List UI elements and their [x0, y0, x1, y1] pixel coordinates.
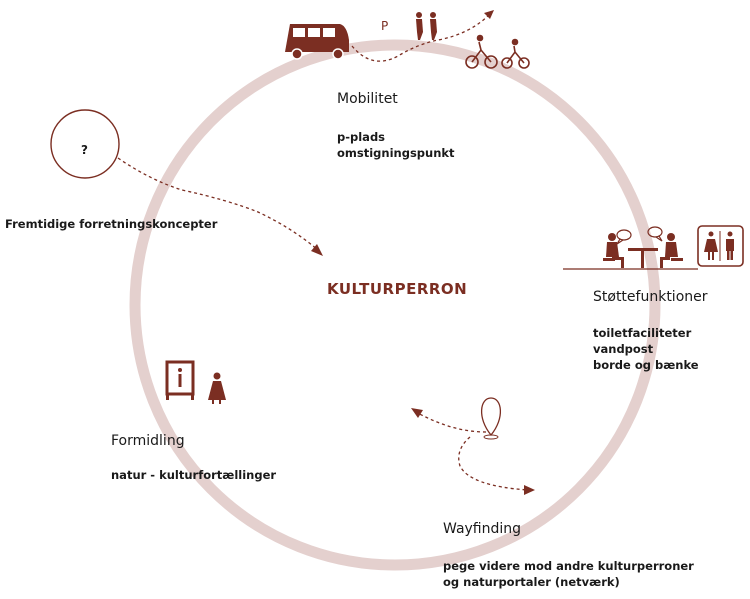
- wayfinding-dashed-arrow-right: [458, 436, 529, 491]
- cyclists-icon: [465, 34, 530, 69]
- cycle-ring: [129, 39, 661, 571]
- stottefunktioner-item: vandpost: [593, 342, 654, 356]
- question-mark: ?: [81, 143, 88, 157]
- location-pin-icon: [480, 397, 502, 440]
- wayfinding-item: og naturportaler (netværk): [443, 575, 620, 589]
- speech-bubbles-icon: [616, 226, 663, 245]
- center-label: KULTURPERRON: [327, 280, 468, 298]
- toilet-sign-icon: [697, 225, 744, 267]
- mobilitet-items: p-plads omstigningspunkt: [337, 129, 455, 161]
- van-icon: [285, 24, 349, 60]
- stottefunktioner-item: toiletfaciliteter: [593, 326, 692, 340]
- walking-people-icon: [416, 12, 437, 40]
- wayfinding-arrow-head-left: [411, 408, 423, 418]
- fremtidige-label: Fremtidige forretningskoncepter: [5, 217, 218, 231]
- formidling-title: Formidling: [111, 433, 185, 449]
- formidling-item: natur - kulturfortællinger: [111, 468, 277, 482]
- walking-woman-icon: [208, 372, 226, 404]
- mobilitet-arrow-head: [484, 10, 494, 19]
- stottefunktioner-item: borde og bænke: [593, 358, 699, 372]
- wayfinding-item: pege videre mod andre kulturperroner: [443, 559, 694, 573]
- wayfinding-arrow-head-right: [524, 485, 535, 495]
- wayfinding-dashed-arrow-left: [415, 411, 487, 433]
- stottefunktioner-title: Støttefunktioner: [593, 289, 708, 305]
- fremtidige-dashed-arrow: [117, 157, 319, 251]
- question-bubble: [50, 109, 120, 179]
- wayfinding-items: pege videre mod andre kulturperroner og …: [443, 558, 694, 590]
- cafe-table-icon: [603, 233, 683, 268]
- stottefunktioner-items: toiletfaciliteter vandpost borde og bænk…: [593, 325, 699, 373]
- fremtidige-arrow-head: [311, 244, 323, 256]
- wayfinding-title: Wayfinding: [443, 521, 522, 537]
- mobilitet-item: p-plads: [337, 130, 386, 144]
- info-board-icon: [165, 360, 195, 400]
- formidling-items: natur - kulturfortællinger: [111, 467, 276, 483]
- mobilitet-title: Mobilitet: [337, 91, 398, 107]
- mobilitet-item: omstigningspunkt: [337, 146, 455, 160]
- mobilitet-dashed-arrow: [351, 13, 491, 62]
- parking-sign: P: [381, 19, 388, 33]
